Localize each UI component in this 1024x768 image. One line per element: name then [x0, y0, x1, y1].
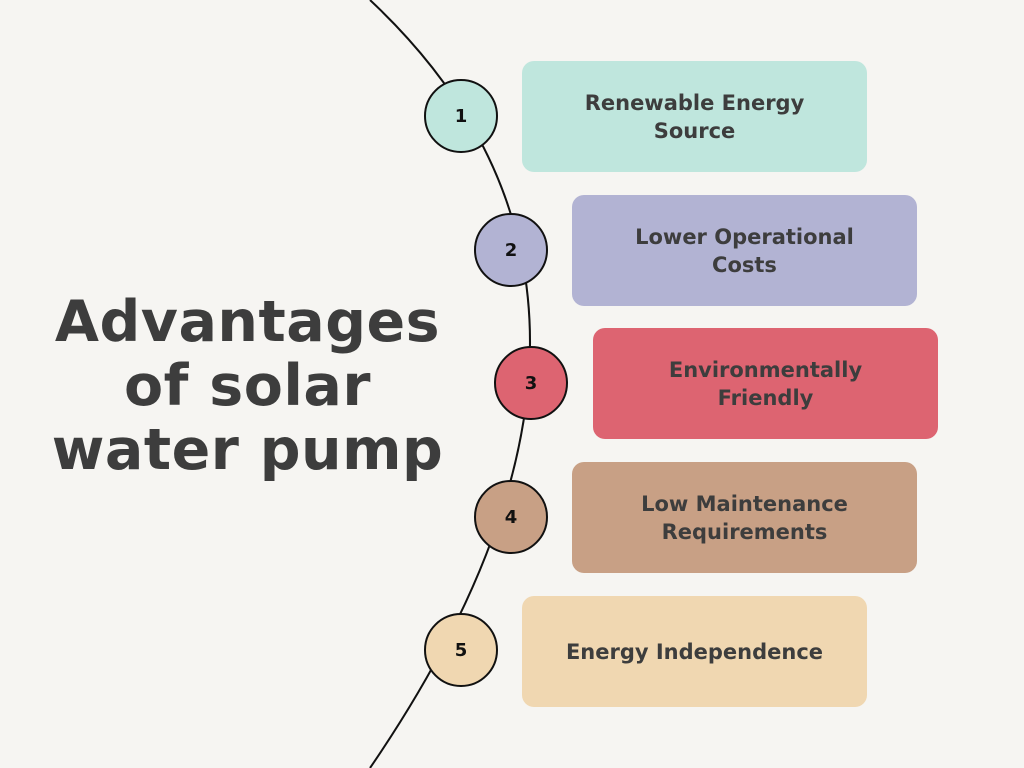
advantage-label-line-2: Requirements	[661, 519, 828, 544]
advantage-label-line-1: Lower Operational	[635, 224, 854, 249]
advantage-card-1: Renewable Energy Source	[522, 61, 867, 172]
step-marker-2: 2	[474, 213, 548, 287]
step-marker-5: 5	[424, 613, 498, 687]
advantage-label-line-1: Renewable Energy	[584, 90, 805, 115]
advantage-label-line-1: Low Maintenance	[641, 491, 848, 516]
advantage-card-3: Environmentally Friendly	[593, 328, 938, 439]
advantage-label-line-1: Environmentally	[668, 357, 863, 382]
advantage-label-line-2: Friendly	[717, 385, 814, 410]
advantage-label-line-1: Energy Independence	[565, 639, 824, 664]
advantage-card-5: Energy Independence	[522, 596, 867, 707]
advantage-card-2: Lower Operational Costs	[572, 195, 917, 306]
step-marker-4: 4	[474, 480, 548, 554]
title-line-1: Advantages	[54, 289, 441, 355]
step-marker-3: 3	[494, 346, 568, 420]
advantage-label-line-2: Source	[653, 118, 736, 143]
advantage-card-4: Low Maintenance Requirements	[572, 462, 917, 573]
advantage-label-line-2: Costs	[712, 252, 777, 277]
page-title: Advantages of solar water pump	[40, 290, 455, 482]
step-marker-1: 1	[424, 79, 498, 153]
title-line-2: of solar	[123, 353, 371, 419]
title-line-3: water pump	[51, 417, 444, 483]
